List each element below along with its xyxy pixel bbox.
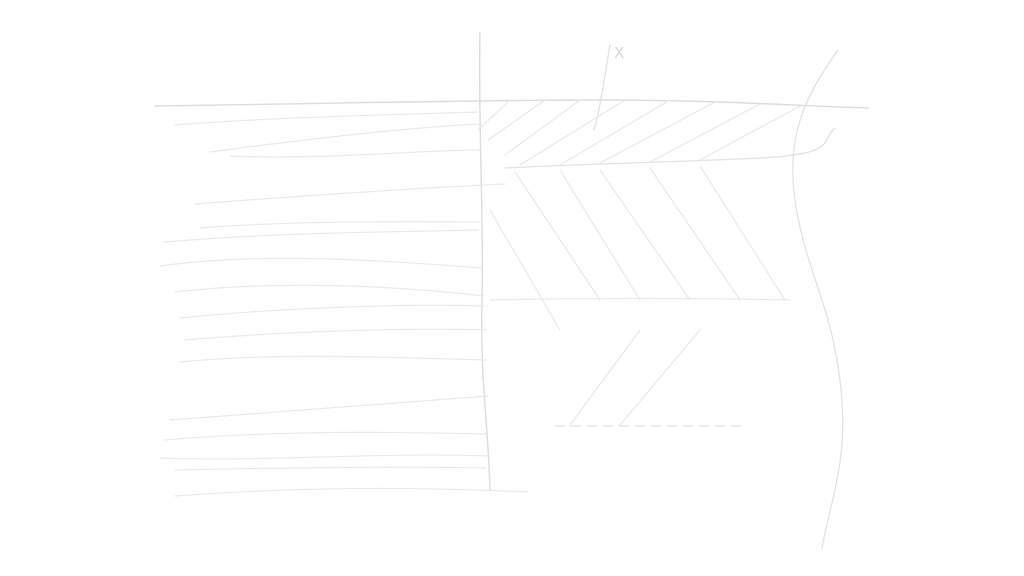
lower-hatching — [489, 165, 786, 426]
x-axis-label: X — [614, 44, 624, 62]
x-axis-stroke — [593, 44, 611, 131]
vertical-axis — [478, 31, 491, 491]
top-baseline — [154, 99, 869, 109]
left-layer-lines — [159, 111, 529, 497]
upper-hatching — [477, 99, 801, 166]
mid-region-line — [489, 297, 791, 301]
right-boundary-curve — [792, 49, 844, 549]
upper-band-edge — [504, 127, 836, 169]
